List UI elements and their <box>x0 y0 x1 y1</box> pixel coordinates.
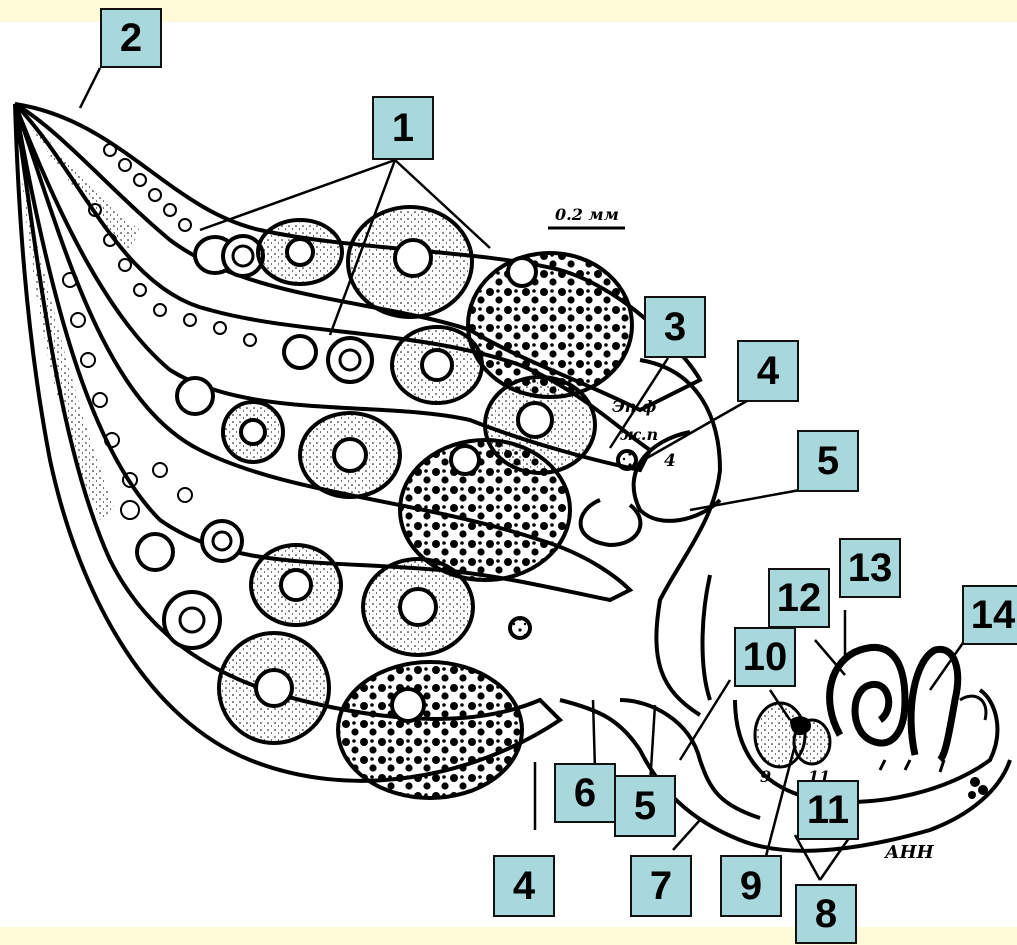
annotation-small-9: 9 <box>760 767 771 786</box>
label-4-lower: 4 <box>493 855 555 917</box>
label-12: 12 <box>768 568 830 628</box>
label-10: 10 <box>734 627 796 687</box>
annotation-corner: АНН <box>883 842 935 863</box>
annotation-zht: ж.п <box>620 425 658 444</box>
label-2: 2 <box>100 8 162 68</box>
ovariole-drawing: 0.2 мм Эп ф ж.п 4 9 11 АНН <box>0 22 1017 927</box>
annotation-small-4: 4 <box>664 451 676 471</box>
label-14: 14 <box>962 585 1017 645</box>
diagram-canvas: 0.2 мм Эп ф ж.п 4 9 11 АНН <box>0 22 1017 927</box>
label-5-lower: 5 <box>614 775 676 837</box>
label-3: 3 <box>644 296 706 358</box>
annotation-ep: Эп ф <box>612 397 656 416</box>
label-6: 6 <box>554 763 616 823</box>
label-13: 13 <box>839 538 901 598</box>
label-11: 11 <box>797 780 859 840</box>
label-5-upper: 5 <box>797 430 859 492</box>
label-7: 7 <box>630 855 692 917</box>
scale-bar-text: 0.2 мм <box>555 205 619 224</box>
label-4-upper: 4 <box>737 340 799 402</box>
label-9: 9 <box>720 855 782 917</box>
label-1: 1 <box>372 96 434 160</box>
accessory-glands <box>830 647 958 760</box>
label-8: 8 <box>795 884 857 944</box>
